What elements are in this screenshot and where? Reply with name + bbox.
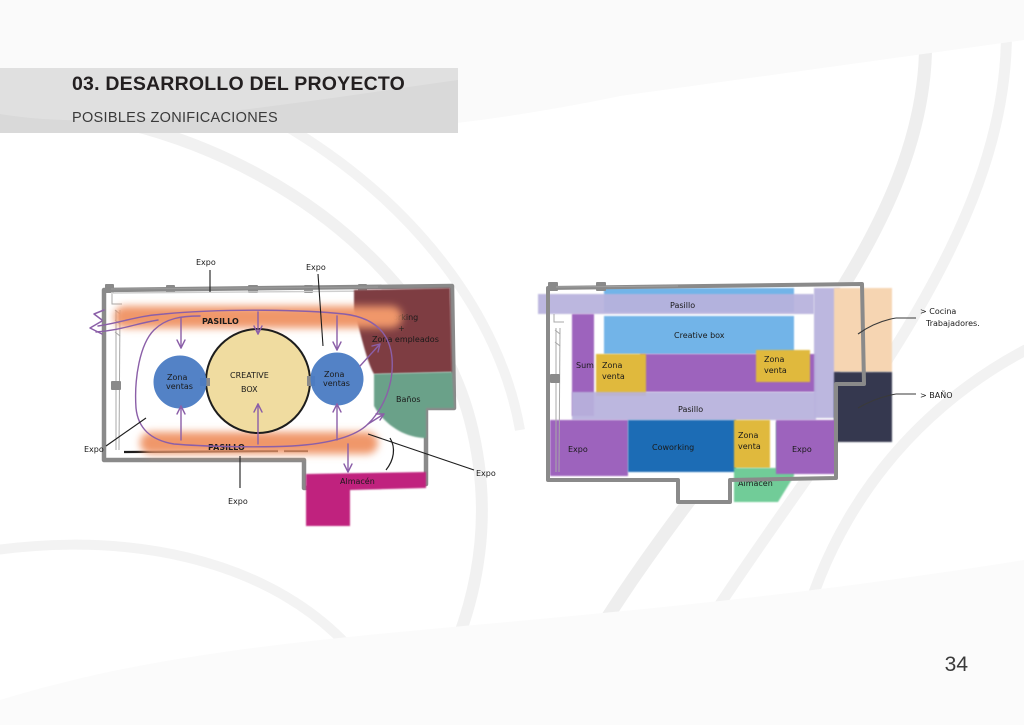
zonification-diagram-option-1: Coworking + Zona empleados Baños Almacén… [84, 258, 496, 526]
page-number: 34 [944, 653, 968, 676]
zone-label-pasillo-top: PASILLO [202, 317, 239, 326]
callout-expo-right: Expo [476, 469, 496, 478]
zonification-diagram-option-2: Creative box Pasillo Sum Zona venta Zona… [538, 282, 980, 504]
zone-label-creative-box-2: Creative box [674, 331, 725, 340]
zone-label-venta-bottom-2b: venta [738, 442, 761, 451]
left-mullion-2 [550, 374, 560, 383]
callout-expo-left: Expo [84, 445, 104, 454]
zone-label-coworking-2: Coworking [652, 443, 694, 452]
zone-label-venta-right-2b: venta [764, 366, 787, 375]
zone-label-almacen: Almacén [340, 476, 375, 486]
zone-label-ventas-right-1: Zona [324, 370, 344, 379]
zone-label-creative: CREATIVE [230, 371, 269, 380]
zone-expo-bottom-left [550, 420, 628, 476]
left-wall-mullion [111, 381, 121, 390]
callout-cocina-line1: > Cocina [920, 307, 956, 316]
zone-label-sum: Sum [576, 361, 594, 370]
zone-label-venta-right-2a: Zona [764, 355, 784, 364]
zone-label-plus: + [398, 324, 405, 333]
callout-bano: > BAÑO [920, 390, 953, 400]
zone-label-expo-bottom-right: Expo [792, 445, 812, 454]
zone-label-pasillo-bottom: PASILLO [208, 443, 245, 452]
zone-label-ventas-left-2: ventas [166, 382, 193, 391]
zone-label-pasillo-top-2: Pasillo [670, 301, 695, 310]
zone-label-expo-bottom-left: Expo [568, 445, 588, 454]
page-subtitle: POSIBLES ZONIFICACIONES [72, 110, 278, 126]
callout-expo-bottom: Expo [228, 497, 248, 506]
callout-expo-top-left: Expo [196, 258, 216, 267]
page-title: 03. DESARROLLO DEL PROYECTO [72, 73, 405, 95]
callout-cocina-line2: Trabajadores. [925, 319, 980, 328]
zone-label-venta-bottom-2a: Zona [738, 431, 758, 440]
callout-expo-top-right: Expo [306, 263, 326, 272]
zone-label-venta-left-2a: Zona [602, 361, 622, 370]
zone-label-ventas-left-1: Zona [167, 373, 187, 382]
zone-label-box: BOX [241, 385, 258, 394]
zone-label-venta-left-2b: venta [602, 372, 625, 381]
zone-label-pasillo-bottom-2: Pasillo [678, 405, 703, 414]
zone-label-zona-empleados: Zona empleados [372, 335, 439, 344]
zone-label-ventas-right-2: ventas [323, 379, 350, 388]
corridor-bar-bottom [140, 432, 378, 454]
zone-label-banos: Baños [396, 395, 421, 404]
